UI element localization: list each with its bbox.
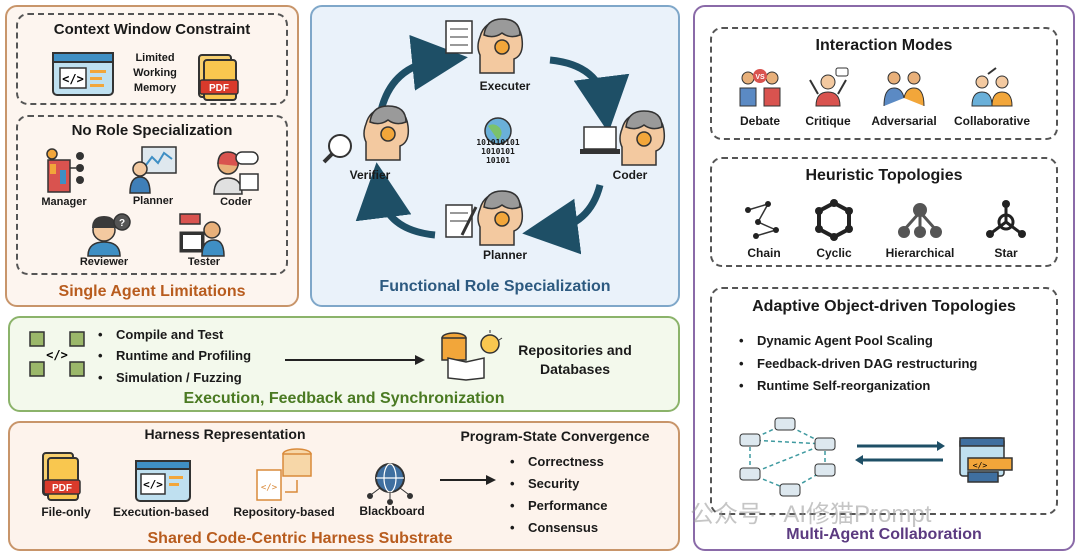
- manager-icon: [46, 148, 84, 193]
- svg-text:</>: </>: [143, 478, 163, 491]
- adaptive-item-3: Runtime Self-reorganization: [739, 378, 930, 393]
- topology-star: Star: [994, 246, 1018, 260]
- single-agent-caption: Single Agent Limitations: [58, 283, 246, 300]
- adaptive-item-2: Feedback-driven DAG restructuring: [739, 356, 977, 371]
- context-window-title: Context Window Constraint: [53, 21, 251, 38]
- role-tester: Tester: [187, 256, 221, 268]
- adversarial-icon: [883, 71, 925, 107]
- collaborative-icon: [971, 67, 1013, 107]
- bidirectional-arrows: [855, 441, 945, 465]
- coder-icon: [213, 151, 259, 195]
- harness-title: Harness Representation: [144, 426, 306, 442]
- repository-based-icon: </>: [256, 448, 312, 501]
- mode-debate: Debate: [739, 114, 780, 128]
- role-planner-functional: Planner: [482, 248, 527, 262]
- executer-agent-icon: [445, 18, 524, 74]
- adaptive-item-1: Dynamic Agent Pool Scaling: [739, 333, 933, 348]
- planner-agent-icon: [445, 190, 524, 246]
- convergence-title: Program-State Convergence: [460, 428, 650, 444]
- cycle-arrows: [355, 34, 630, 255]
- cyclic-topology-icon: [815, 199, 853, 241]
- interaction-modes-box: [710, 27, 1058, 140]
- topology-hierarchical: Hierarchical: [885, 246, 955, 260]
- chain-topology-icon: [745, 201, 779, 239]
- file-only-icon: PDF: [42, 452, 81, 501]
- pdf-text-2: PDF: [52, 483, 72, 494]
- repo-label-2: Databases: [539, 361, 611, 377]
- harness-repository-based: Repository-based: [233, 505, 335, 519]
- exec-item-2: Runtime and Profiling: [98, 348, 251, 363]
- agent-network-graph: [739, 417, 836, 497]
- topology-cyclic: Cyclic: [816, 246, 852, 260]
- role-executer: Executer: [479, 79, 531, 93]
- vs-text: VS: [755, 74, 765, 81]
- convergence-arrow: [440, 475, 496, 485]
- exec-arrow: [285, 355, 425, 365]
- exec-item-3: Simulation / Fuzzing: [98, 370, 242, 385]
- repo-label-1: Repositories and: [518, 342, 632, 358]
- memory-label-3: Memory: [133, 82, 177, 94]
- code-window-icon: </>: [52, 52, 114, 96]
- adaptive-topologies-box: [710, 287, 1058, 515]
- convergence-performance: Performance: [510, 498, 608, 513]
- tester-icon: [179, 213, 225, 257]
- no-role-box: [16, 115, 288, 275]
- svg-text:</>: </>: [261, 483, 278, 493]
- globe-icon: [484, 117, 512, 145]
- cubes-code-icon: </>: [29, 331, 85, 377]
- pdf-text: PDF: [209, 83, 229, 94]
- mode-collaborative: Collaborative: [953, 114, 1031, 128]
- interaction-modes-title: Interaction Modes: [815, 37, 953, 54]
- reviewer-icon: ?: [87, 213, 131, 257]
- substrate-caption: Shared Code-Centric Harness Substrate: [147, 530, 453, 547]
- database-book-icon: [441, 330, 503, 381]
- mode-adversarial: Adversarial: [871, 114, 937, 128]
- exec-item-1: Compile and Test: [98, 327, 223, 342]
- harness-file-only: File-only: [41, 505, 91, 519]
- debate-icon: VS: [739, 69, 781, 107]
- binary-line-1: 101010101: [476, 138, 520, 147]
- harness-blackboard: Blackboard: [359, 504, 425, 518]
- binary-line-2: 1010101: [481, 147, 515, 156]
- heuristic-topologies-title: Heuristic Topologies: [805, 167, 963, 184]
- no-role-title: No Role Specialization: [71, 122, 233, 139]
- topology-chain: Chain: [747, 246, 781, 260]
- role-planner: Planner: [132, 195, 174, 207]
- svg-text:</>: </>: [46, 348, 68, 362]
- planner-icon: [129, 146, 177, 194]
- role-reviewer: Reviewer: [79, 256, 129, 268]
- svg-text:</>: </>: [973, 461, 988, 470]
- functional-caption: Functional Role Specialization: [379, 278, 611, 295]
- context-window-box: [16, 13, 288, 105]
- heuristic-topologies-box: [710, 157, 1058, 267]
- adaptive-topologies-title: Adaptive Object-driven Topologies: [752, 298, 1016, 315]
- blackboard-icon: [367, 463, 413, 505]
- mode-critique: Critique: [805, 114, 851, 128]
- verifier-agent-icon: [322, 105, 410, 164]
- critique-icon: [809, 67, 849, 107]
- watermark-text: 公众号 · AI修猫Prompt: [690, 501, 932, 528]
- star-topology-icon: [986, 200, 1026, 238]
- multi-agent-caption: Multi-Agent Collaboration: [786, 526, 982, 543]
- code-screen-icon: </>: [959, 437, 1013, 483]
- convergence-security: Security: [510, 476, 579, 491]
- role-manager: Manager: [41, 196, 87, 208]
- hierarchical-topology-icon: [898, 203, 942, 238]
- svg-text:</>: </>: [62, 72, 84, 86]
- pdf-file-icon: PDF: [198, 54, 239, 101]
- binary-line-3: 10101: [485, 156, 511, 165]
- convergence-consensus: Consensus: [510, 520, 598, 535]
- role-coder-functional: Coder: [612, 168, 648, 182]
- memory-label-1: Limited: [135, 52, 175, 64]
- harness-execution-based: Execution-based: [112, 505, 210, 519]
- svg-text:?: ?: [119, 218, 125, 229]
- execution-caption: Execution, Feedback and Synchronization: [183, 390, 505, 407]
- role-coder: Coder: [220, 196, 252, 208]
- execution-based-icon: </>: [135, 460, 191, 502]
- convergence-correctness: Correctness: [510, 454, 604, 469]
- coder-agent-icon: [580, 110, 666, 166]
- memory-label-2: Working: [133, 67, 177, 79]
- role-verifier: Verifier: [349, 168, 391, 182]
